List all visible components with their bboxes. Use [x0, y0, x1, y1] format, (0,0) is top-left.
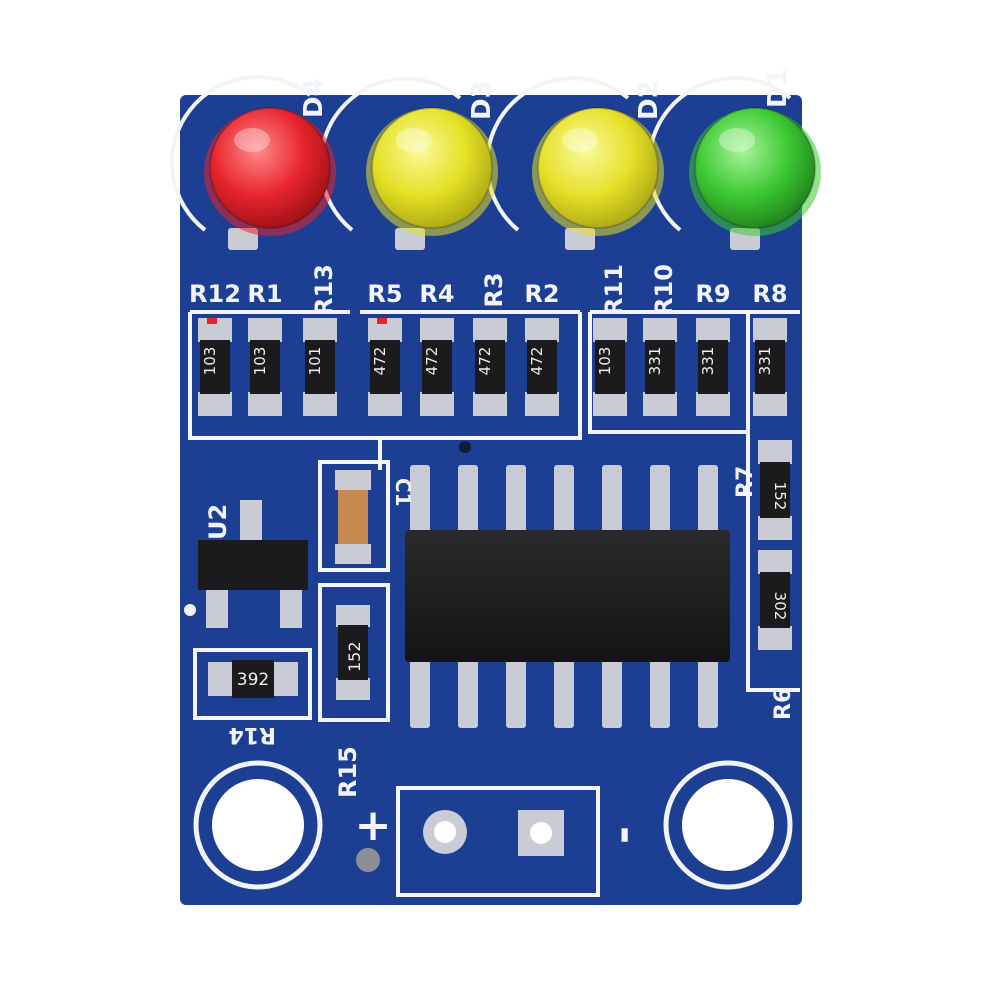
resistor-label-r1: R1	[247, 280, 282, 308]
resistor-r14-label: R14	[228, 722, 276, 747]
ic-chip	[405, 465, 730, 728]
resistor-code: 331	[646, 347, 664, 376]
resistor-code: 472	[371, 347, 389, 376]
led-d2	[532, 107, 664, 236]
side-resistor-1: 152	[758, 440, 792, 540]
resistor-label-r9: R9	[695, 280, 730, 308]
connector-minus-label: -	[601, 826, 652, 844]
side-resistor-code: 302	[771, 592, 789, 621]
resistor-r1: 103	[248, 318, 282, 416]
resistor-row: 103 103 101 472 472 472 472 103 331 331 331	[198, 318, 787, 416]
resistor-r11: 103	[593, 318, 627, 416]
side-resistor-2: 302	[758, 550, 792, 650]
capacitor-label: C1	[391, 478, 415, 507]
resistor-r8: 331	[753, 318, 787, 416]
resistor-label-r5: R5	[367, 280, 402, 308]
led-d4	[204, 107, 336, 236]
resistor-r13: 101	[303, 318, 337, 416]
regulator-u2	[198, 500, 308, 628]
resistor-code: 103	[596, 347, 614, 376]
resistor-label-r8: R8	[752, 280, 787, 308]
side-resistors: 152 302	[758, 440, 792, 650]
mounting-hole-left	[193, 760, 323, 890]
capacitor-c1	[335, 470, 371, 564]
resistor-r12: 103	[198, 318, 232, 416]
resistor-code: 103	[201, 347, 219, 376]
side-label-r6: R6	[771, 688, 796, 720]
fiducial-dot	[356, 848, 380, 872]
side-resistor-code: 152	[771, 482, 789, 511]
led-row	[204, 107, 821, 236]
via-dot-2	[459, 441, 471, 453]
regulator-label: U2	[204, 504, 232, 540]
resistor-code: 472	[528, 347, 546, 376]
silkscreen-lines	[188, 310, 800, 897]
resistor-r10: 331	[643, 318, 677, 416]
led-label-d2: D2	[634, 80, 664, 120]
resistor-r9: 331	[696, 318, 730, 416]
resistor-label-r2: R2	[524, 280, 559, 308]
led-pads	[228, 228, 760, 250]
resistor-code: 331	[699, 347, 717, 376]
mounting-hole-right	[663, 760, 793, 890]
resistor-code: 472	[476, 347, 494, 376]
resistor-r4: 472	[420, 318, 454, 416]
resistor-r15-code: 152	[345, 641, 364, 672]
resistor-label-r11: R11	[600, 264, 628, 316]
resistor-r2: 472	[525, 318, 559, 416]
resistor-label-r13: R13	[310, 264, 338, 316]
resistor-code: 103	[251, 347, 269, 376]
resistor-r3: 472	[473, 318, 507, 416]
resistor-r14-code: 392	[237, 670, 269, 690]
resistor-r14: 392	[208, 660, 298, 698]
resistor-r15-label: R15	[334, 746, 362, 798]
resistor-r15: 152	[336, 605, 370, 700]
power-connector	[423, 810, 564, 856]
resistor-r5: 472	[368, 318, 402, 416]
side-label-r7: R7	[733, 466, 758, 498]
resistor-label-r10: R10	[650, 264, 678, 316]
resistor-code: 331	[756, 347, 774, 376]
resistor-label-r4: R4	[419, 280, 454, 308]
led-d3	[366, 107, 498, 236]
resistor-code: 101	[306, 347, 324, 376]
resistor-label-r3: R3	[480, 272, 508, 307]
via-dot	[184, 604, 196, 616]
pcb-substrate	[180, 95, 802, 905]
led-label-d4: D4	[299, 78, 329, 118]
resistor-code: 472	[423, 347, 441, 376]
resistor-label-r12: R12	[189, 280, 241, 308]
led-label-d1: D1	[763, 68, 793, 108]
led-d1	[689, 107, 821, 236]
led-label-d3: D3	[467, 80, 497, 120]
connector-plus-label: +	[355, 800, 392, 851]
